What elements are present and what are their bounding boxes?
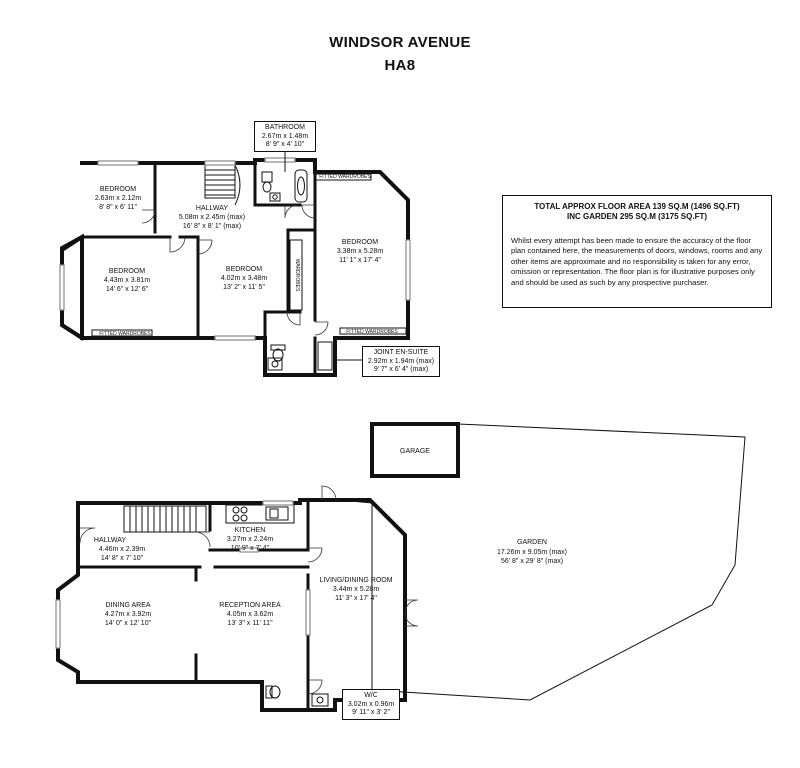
hallway-gf-imperial: 14' 8" x 7' 10" <box>101 555 144 562</box>
door-living <box>307 547 323 563</box>
bedroom-bay-metric: 4.43m x 3.81m <box>104 277 150 284</box>
hallway-gf-metric: 4.46m x 2.39m <box>99 546 145 553</box>
hallway-ff-name: HALLWAY <box>196 205 228 212</box>
total-floor-area: TOTAL APPROX FLOOR AREA 139 SQ.M (1496 S… <box>534 202 740 211</box>
plan-title: WINDSOR AVENUE <box>329 34 471 51</box>
bathroom-callout: BATHROOM 2.67m x 1.48m 8' 9" x 4' 10" <box>254 121 316 152</box>
wc-name: W/C <box>364 692 378 699</box>
wc-metric: 3.02m x 0.96m <box>347 700 395 708</box>
kitchen-metric: 3.27m x 2.24m <box>227 536 273 543</box>
door-bathroom <box>284 204 299 219</box>
fitted-wardrobes-bay-label: FITTED WARDROBES <box>99 331 151 337</box>
ensuite-metric: 2.92m x 1.94m (max) <box>367 357 435 365</box>
fitted-wardrobes-top-label: FITTED WARDROBES <box>319 174 371 180</box>
hallway-ff-metric: 5.08m x 2.45m (max) <box>179 214 245 221</box>
bedroom-right-imperial: 11' 1" x 17' 4" <box>339 257 381 264</box>
garden-outline <box>339 423 746 701</box>
wardrobes-label: WARDROBES <box>294 259 300 292</box>
hob-icon <box>232 506 240 514</box>
bedroom-mid-name: BEDROOM <box>226 266 262 273</box>
floor-area-info-box: TOTAL APPROX FLOOR AREA 139 SQ.M (1496 S… <box>502 195 772 308</box>
wc-fixtures <box>265 685 329 707</box>
ensuite-sink-icon <box>267 357 283 371</box>
inc-garden-area: INC GARDEN 295 SQ.M (3175 SQ.FT) <box>566 212 708 221</box>
ensuite-toilet-icon <box>272 348 284 362</box>
first-floor: BEDROOM 2.63m x 2.12m 8' 8" x 6' 11" HAL… <box>59 157 411 377</box>
garden-metric: 17.26m x 9.05m (max) <box>497 549 567 556</box>
wc-imperial: 9' 11" x 3' 2" <box>352 709 390 716</box>
dining-name: DINING AREA <box>105 602 150 609</box>
hallway-ff-imperial: 16' 8" x 8' 1" (max) <box>183 223 241 230</box>
ground-floor: GARAGE GARDEN 17.26m x 9.05m (max) 56' 8… <box>55 422 746 712</box>
door-wc <box>307 679 323 695</box>
kitchen-fixtures <box>225 504 295 524</box>
wc-callout: W/C 3.02m x 0.96m 9' 11" x 3' 2" <box>342 689 400 720</box>
toilet-icon <box>261 171 273 183</box>
door-patio <box>404 599 419 627</box>
ensuite-callout: JOINT EN-SUITE 2.92m x 1.94m (max) 9' 7"… <box>362 346 440 377</box>
dining-imperial: 14' 0" x 12' 10" <box>105 620 152 627</box>
ensuite-name: JOINT EN-SUITE <box>373 349 429 356</box>
reception-name: RECEPTION AREA <box>219 602 281 609</box>
wc-toilet-icon <box>269 685 281 699</box>
door-ensuite-left <box>286 311 301 326</box>
ensuite-shower-icon <box>317 341 333 371</box>
first-floor-windows <box>59 157 411 341</box>
door-front <box>79 527 96 544</box>
reception-metric: 4.05m x 3.62m <box>227 611 273 618</box>
bathroom-imperial: 8' 9" x 4' 10" <box>265 141 305 148</box>
door-kitchen <box>194 531 211 548</box>
garden-imperial: 56' 8" x 29' 8" (max) <box>501 558 563 565</box>
living-name: LIVING/DINING ROOM <box>319 577 392 584</box>
living-metric: 3.44m x 5.28m <box>333 586 379 593</box>
garage-name: GARAGE <box>400 448 430 455</box>
first-floor-stairs <box>204 164 241 206</box>
disclaimer-text: Whilst every attempt has been made to en… <box>511 236 763 287</box>
wall-ensuite-top <box>263 310 302 340</box>
bathroom-fixtures <box>261 169 308 203</box>
kitchen-sink-icon <box>265 506 289 521</box>
bedroom-right-name: BEDROOM <box>342 239 378 246</box>
living-imperial: 11' 3" x 17' 4" <box>335 595 377 602</box>
bedroom-mid-imperial: 13' 2" x 11' 5" <box>223 284 265 291</box>
bedroom-bay-imperial: 14' 6" x 12' 6" <box>106 286 149 293</box>
door-bedroom-right <box>301 204 316 219</box>
hallway-gf-name: HALLWAY <box>94 537 126 544</box>
bathroom-name: BATHROOM <box>265 124 305 131</box>
bathroom-metric: 2.67m x 1.48m <box>261 132 309 140</box>
ground-floor-windows <box>55 500 311 649</box>
door-ensuite <box>314 321 329 336</box>
bedroom-right-metric: 3.38m x 5.28m <box>337 248 383 255</box>
ensuite-fixtures <box>267 341 333 371</box>
door-bedroom-bay <box>169 236 186 253</box>
sink-icon <box>269 192 281 202</box>
door-garden-top <box>321 485 337 501</box>
bedroom-small-metric: 2.63m x 2.12m <box>95 195 141 202</box>
plan-postcode: HA8 <box>384 57 416 74</box>
first-floor-bay <box>60 234 85 341</box>
wc-sink-icon <box>311 693 329 707</box>
bath-icon <box>294 169 308 203</box>
door-bedroom-mid <box>197 239 213 255</box>
kitchen-imperial: 10' 9" x 7' 4" <box>231 545 270 552</box>
fitted-wardrobes-bottom-label: FITTED WARDROBES <box>346 329 398 335</box>
wall-hall-bottom <box>178 235 200 340</box>
bedroom-bay-name: BEDROOM <box>109 268 145 275</box>
dining-metric: 4.27m x 3.92m <box>105 611 151 618</box>
door-bedroom-small <box>141 209 156 224</box>
bedroom-mid-metric: 4.02m x 3.48m <box>221 275 267 282</box>
fitted-wardrobes-top <box>315 173 372 181</box>
ground-floor-stairs <box>123 505 207 533</box>
bedroom-small-name: BEDROOM <box>100 186 136 193</box>
kitchen-name: KITCHEN <box>235 527 266 534</box>
garden-name: GARDEN <box>517 539 547 546</box>
bedroom-small-imperial: 8' 8" x 6' 11" <box>99 204 137 211</box>
fitted-wardrobes-bay <box>91 329 153 337</box>
reception-imperial: 13' 3" x 11' 11" <box>227 620 273 627</box>
garage-walls <box>370 422 460 478</box>
wardrobes-hall <box>289 239 303 311</box>
ensuite-imperial: 9' 7" x 6' 4" (max) <box>373 366 429 373</box>
fitted-wardrobes-bottom <box>339 327 407 335</box>
